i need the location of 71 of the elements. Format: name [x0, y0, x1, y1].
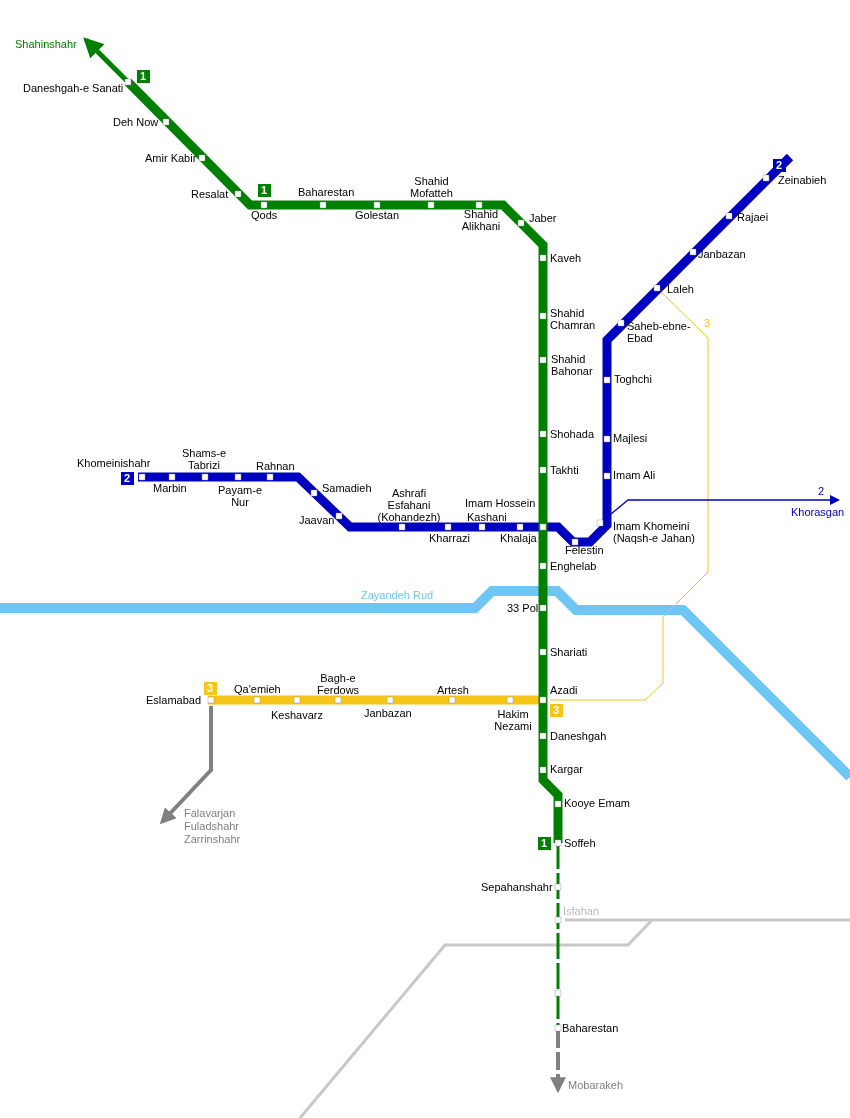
- station-name: Baharestan: [562, 1022, 619, 1034]
- station-name: Qa'emieh: [234, 683, 281, 695]
- station-name: Shahid Chamran: [550, 307, 597, 331]
- station-name: Rahnan: [256, 460, 295, 472]
- station-name: Mobarakeh: [568, 1079, 624, 1091]
- station-name: Fuladshahr: [184, 820, 240, 832]
- station-name: Shahinshahr: [15, 38, 77, 50]
- station-name: 2: [818, 485, 825, 497]
- station-name: Zarrinshahr: [184, 833, 241, 845]
- station-name: Baharestan: [298, 186, 355, 198]
- station-name: Saheb-ebne-Ebad: [627, 320, 692, 344]
- line-number-badge: 1: [537, 836, 551, 850]
- station-name: Shahid Mofatteh: [409, 175, 454, 199]
- station-name: Shahid Bahonar: [551, 353, 594, 377]
- station-name: Bagh-e Ferdows: [315, 672, 361, 696]
- station-name: Majlesi: [613, 432, 648, 444]
- station-name: Deh Now: [113, 116, 159, 128]
- station-name: 33 Pol: [507, 602, 539, 614]
- station-name: Khomeinishahr: [77, 457, 151, 469]
- station-name: Shariati: [550, 646, 588, 658]
- station-name: Imam Hossein: [465, 497, 536, 509]
- station-name: Enghelab: [550, 560, 597, 572]
- line-number-badge: 1: [257, 183, 271, 197]
- station-name: Azadi: [550, 684, 578, 696]
- station-name: Kharrazi: [429, 532, 470, 544]
- line-number-badge: 2: [120, 471, 134, 485]
- station-name: 3: [704, 317, 711, 329]
- station-name: Golestan: [355, 209, 400, 221]
- station-name: Qods: [251, 209, 278, 221]
- station-name: Janbazan: [364, 707, 412, 719]
- line-number-badge: 2: [772, 158, 786, 172]
- station-name: Daneshgah-e Sanati: [23, 82, 124, 94]
- station-name: Hakim Nezami: [493, 708, 533, 732]
- station-name: Kaveh: [550, 252, 582, 264]
- station-name: Kooye Emam: [564, 797, 631, 809]
- line-number-badge: 3: [203, 681, 217, 695]
- station-name: Daneshgah: [550, 730, 607, 742]
- station-name: Marbin: [153, 482, 187, 494]
- station-name: Resalat: [191, 188, 229, 200]
- station-name: Janbazan: [698, 248, 746, 260]
- line-number-badge: 1: [136, 69, 150, 83]
- station-name: Felestin: [565, 544, 604, 556]
- station-name: Falavarjan: [184, 807, 236, 819]
- station-name: Artesh: [437, 684, 469, 696]
- station-name: Shohada: [550, 428, 595, 440]
- station-name: Shahid Alikhani: [460, 208, 502, 232]
- station-name: Sepahanshahr: [481, 881, 553, 893]
- station-name: Jaavan: [299, 514, 335, 526]
- station-name: Jaber: [529, 212, 557, 224]
- station-name: Ashrafi Esfahani (Kohandezh): [376, 487, 442, 523]
- station-name: Amir Kabir: [145, 152, 197, 164]
- station-name: Khorasgan: [791, 506, 845, 518]
- station-name: Shams-e Tabrizi: [181, 447, 227, 471]
- station-name: Kashani: [467, 511, 507, 523]
- station-name: Soffeh: [564, 837, 596, 849]
- station-name: Rajaei: [737, 211, 769, 223]
- station-name: Samadieh: [322, 482, 372, 494]
- station-name: Keshavarz: [271, 709, 323, 721]
- station-name: Imam Khomeini (Naqsh-e Jahan): [613, 520, 696, 544]
- station-name: Laleh: [667, 283, 694, 295]
- station-name: Khalaja: [500, 532, 537, 544]
- station-name: Payam-e Nur: [217, 484, 263, 508]
- station-name: Zayandeh Rud: [361, 589, 434, 601]
- station-name: Toghchi: [614, 373, 652, 385]
- station-name: Takhti: [550, 464, 579, 476]
- station-name: Kargar: [550, 763, 584, 775]
- station-name: Isfahan: [563, 905, 600, 917]
- station-name: Eslamabad: [146, 694, 202, 706]
- station-name: Imam Ali: [613, 469, 656, 481]
- station-name: Zeinabieh: [778, 174, 827, 186]
- line-number-badge: 3: [549, 703, 563, 717]
